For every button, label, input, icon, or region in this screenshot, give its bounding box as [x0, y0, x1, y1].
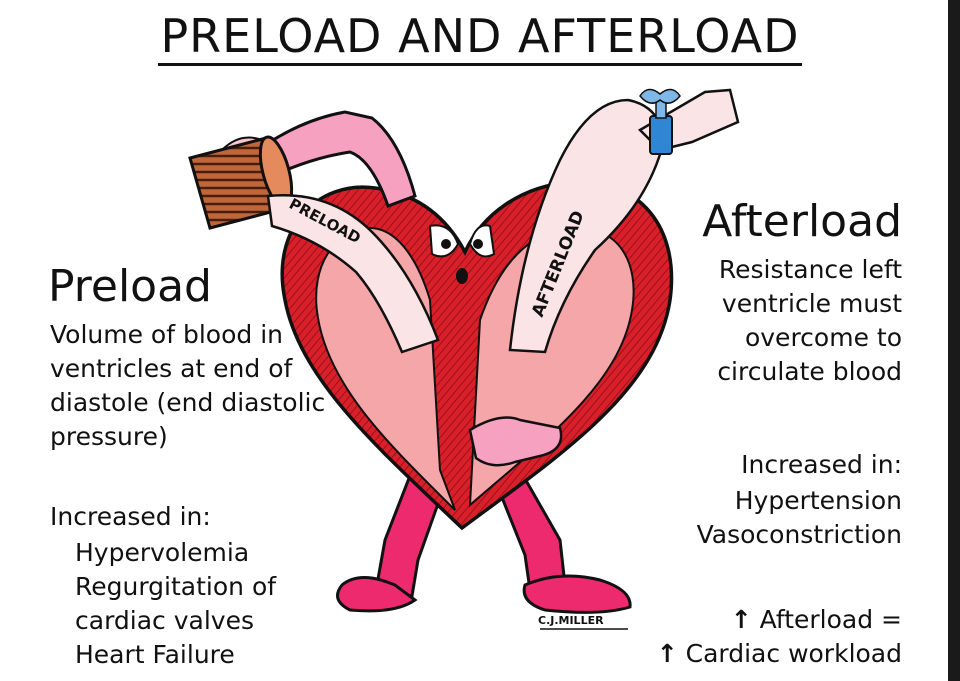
preload-increased-item: Hypervolemia — [75, 538, 250, 567]
heart-face — [428, 224, 496, 284]
up-arrow-icon: ↑ — [730, 605, 752, 634]
cup-icon — [188, 135, 294, 230]
preload-definition-line: pressure) — [50, 422, 168, 451]
afterload-increased-label: Increased in: — [741, 450, 902, 479]
preload-increased-label: Increased in: — [50, 502, 211, 531]
slide-title: PRELOAD AND AFTERLOAD — [0, 8, 960, 66]
effect-line: ↑ Cardiac workload — [657, 637, 902, 671]
effect-line: ↑ Afterload = — [657, 603, 902, 637]
effect-text: Afterload = — [759, 605, 902, 634]
heart-body — [280, 180, 674, 531]
preload-heading: Preload — [48, 261, 212, 312]
preload-increased-list: Hypervolemia Regurgitation of cardiac va… — [75, 536, 276, 672]
preload-definition-line: diastole (end diastolic — [50, 388, 326, 417]
preload-arm — [220, 110, 417, 208]
afterload-definition-line: ventricle must — [721, 289, 902, 318]
preload-increased-item: cardiac valves — [75, 606, 254, 635]
preload-definition-line: ventricles at end of — [50, 354, 293, 383]
up-arrow-icon: ↑ — [656, 639, 678, 668]
preload-definition: Volume of blood in ventricles at end of … — [50, 318, 325, 454]
clamp-icon — [639, 88, 681, 155]
right-border — [948, 0, 960, 681]
afterload-definition-line: overcome to — [744, 323, 902, 352]
heart-legs — [336, 447, 632, 614]
preload-increased-item: Heart Failure — [75, 640, 235, 669]
preload-definition-line: Volume of blood in — [50, 320, 283, 349]
afterload-increased-item: Hypertension — [734, 486, 902, 515]
afterload-increased-list: Hypertension Vasoconstriction — [697, 484, 902, 552]
afterload-definition-line: circulate blood — [717, 357, 902, 386]
afterload-increased-item: Vasoconstriction — [696, 520, 902, 549]
afterload-definition: Resistance left ventricle must overcome … — [717, 253, 902, 389]
afterload-heading: Afterload — [702, 196, 902, 247]
preload-stream-label: PRELOAD — [286, 195, 364, 248]
afterload-stream-label: AFTERLOAD — [528, 208, 589, 320]
artist-signature: C.J.MILLER — [538, 614, 604, 627]
preload-increased-item: Regurgitation of — [75, 572, 277, 601]
heart-hand — [468, 416, 563, 467]
effect-text: Cardiac workload — [685, 639, 902, 668]
afterload-effects: ↑ Afterload = ↑ Cardiac workload — [657, 603, 902, 671]
afterload-definition-line: Resistance left — [718, 255, 902, 284]
title-text: PRELOAD AND AFTERLOAD — [158, 9, 802, 66]
